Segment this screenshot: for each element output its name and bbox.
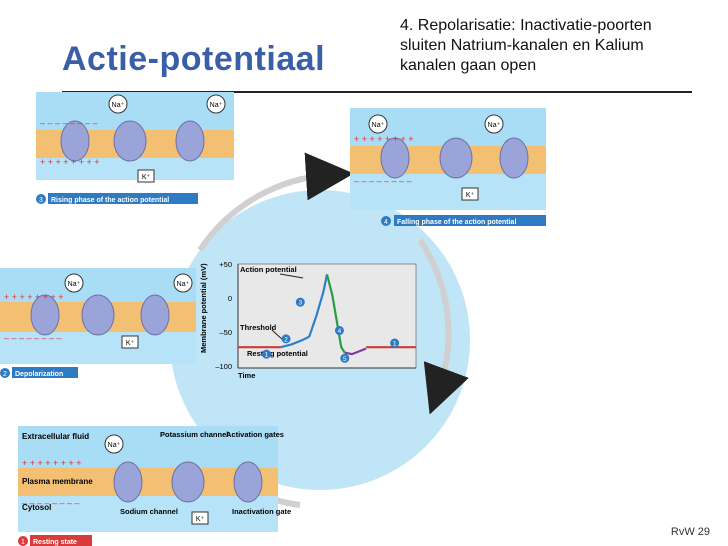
- action-potential-graph: Membrane potential (mV) +50 0 –50 –100 T…: [199, 260, 417, 380]
- panel-rising-phase: Na⁺ Na⁺ K⁺ – – – – – – – – + + + + + + +…: [36, 92, 234, 183]
- potential-curve: [238, 274, 416, 356]
- phase-marker-label: 3: [298, 300, 302, 307]
- membrane-plus: + + + + + + + +: [22, 458, 82, 468]
- phase-marker-label: 1: [393, 341, 397, 348]
- y-tick-label: 0: [228, 294, 232, 303]
- label-activation-gates: Activation gates: [226, 430, 284, 439]
- panel-falling-phase: Na⁺ Na⁺ K⁺ + + + + + + + + – – – – – – –…: [350, 108, 546, 210]
- cycle-arrow: [197, 152, 354, 252]
- membrane-plus: + + + + + + + +: [354, 134, 414, 144]
- curve-segment-phase-3: [308, 274, 329, 338]
- phase-marker-circle: [295, 297, 305, 307]
- y-axis-label: Membrane potential (mV): [199, 263, 208, 353]
- phase-marker-circle: [334, 326, 344, 336]
- label-plasma-membrane: Plasma membrane: [22, 477, 93, 486]
- na-ion-label: Na⁺: [488, 122, 501, 129]
- footer-slide-number: RvW 29: [670, 526, 710, 538]
- na-ion-label: Na⁺: [177, 281, 190, 288]
- phase-marker-circle: [340, 353, 350, 363]
- curve-segment-phase-5: [344, 347, 367, 356]
- label-cytosol: Cytosol: [22, 503, 51, 512]
- phase-marker-circle: [390, 338, 400, 348]
- phase-marker-label: 4: [338, 328, 342, 335]
- phase-marker-label: 2: [284, 336, 288, 343]
- na-ion-label: Na⁺: [68, 281, 81, 288]
- subtitle-line-3: kanalen gaan open: [400, 57, 537, 74]
- label-sodium-channel: Sodium channel: [120, 507, 178, 516]
- na-ion-label: Na⁺: [210, 102, 223, 109]
- stage-number-2: 2: [3, 371, 7, 378]
- cycle-arrow: [417, 238, 469, 415]
- k-ion-label: K⁺: [196, 516, 205, 523]
- membrane-plus: + + + + + + + +: [40, 157, 100, 167]
- subtitle-line-1: 4. Repolarisatie: Inactivatie-poorten: [400, 17, 652, 34]
- membrane-minus: – – – – – – – –: [354, 176, 412, 186]
- stage-number-4: 4: [384, 219, 388, 226]
- curve-segment-phase-4: [325, 274, 346, 354]
- membrane-minus: – – – – – – – –: [40, 118, 98, 128]
- subtitle-line-2: sluiten Natrium-kanalen en Kalium: [400, 37, 644, 54]
- na-ion-label: Na⁺: [108, 442, 121, 449]
- annotation-threshold: Threshold: [240, 323, 277, 332]
- na-ion-label: Na⁺: [372, 122, 385, 129]
- k-ion-label: K⁺: [126, 340, 135, 347]
- k-ion-label: K⁺: [142, 174, 151, 181]
- stage-number-3: 3: [39, 197, 43, 204]
- na-ion-label: Na⁺: [112, 102, 125, 109]
- annotation-action-potential: Action potential: [240, 265, 297, 274]
- stage-number-1: 1: [21, 539, 25, 546]
- x-axis-label: Time: [238, 371, 255, 380]
- phase-marker-label: 5: [343, 356, 347, 363]
- stage-label-1: Resting state: [33, 539, 77, 546]
- y-ticks: +50 0 –50 –100: [215, 260, 232, 371]
- stage-label-2: Depolarization: [15, 371, 63, 378]
- panel-depolarization: Na⁺ Na⁺ K⁺ + + + + + + + + – – – – – – –…: [0, 268, 196, 364]
- phase-marker-circle: [261, 349, 271, 359]
- phase-markers: 1 2 3 4 5 1: [261, 297, 400, 363]
- annotation-resting-potential: Resting potential: [247, 349, 308, 358]
- y-tick-label: –100: [215, 362, 232, 371]
- panel-resting-state: Na⁺ K⁺ + + + + + + + + – – – – – – – – E…: [18, 426, 291, 532]
- k-ion-label: K⁺: [466, 192, 475, 199]
- membrane-minus: – – – – – – – –: [22, 498, 80, 508]
- slide-subtitle: 4. Repolarisatie: Inactivatie-poorten sl…: [400, 16, 720, 76]
- membrane-plus: + + + + + + + +: [4, 292, 64, 302]
- slide-title: Actie-potentiaal: [62, 40, 326, 78]
- y-tick-label: –50: [219, 328, 232, 337]
- label-extracellular-fluid: Extracellular fluid: [22, 432, 89, 441]
- membrane-minus: – – – – – – – –: [4, 333, 62, 343]
- stage-label-4: Falling phase of the action potential: [397, 219, 516, 226]
- curve-segment-phase-2: [280, 335, 310, 349]
- label-potassium-channel: Potassium channel: [160, 430, 228, 439]
- label-inactivation-gate: Inactivation gate: [232, 507, 291, 516]
- phase-marker-circle: [281, 334, 291, 344]
- y-tick-label: +50: [219, 260, 232, 269]
- stage-label-3: Rising phase of the action potential: [51, 197, 169, 204]
- phase-marker-label: 1: [265, 352, 269, 359]
- title-divider: [62, 91, 692, 93]
